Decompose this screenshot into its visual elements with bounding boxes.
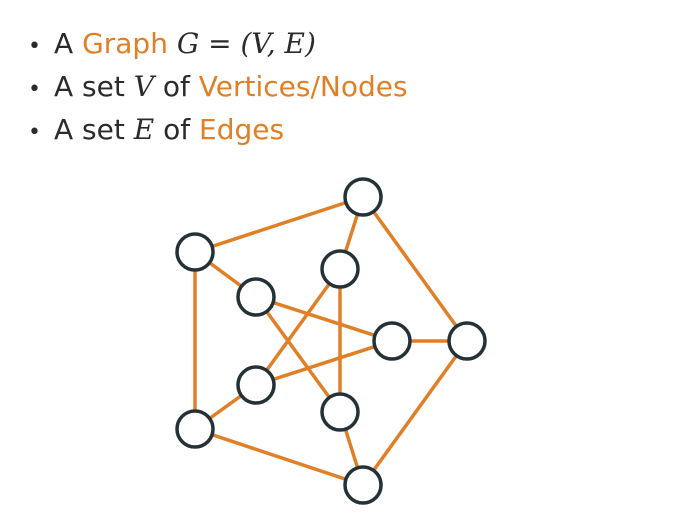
graph-node xyxy=(372,321,412,361)
term-graph: Graph xyxy=(82,27,168,60)
term-edges: Edges xyxy=(199,113,285,146)
var-e: E xyxy=(133,113,155,146)
bullet-prefix: A set xyxy=(54,113,134,146)
graph-node xyxy=(175,409,215,449)
bullet-edges-definition: • A set E of Edges xyxy=(28,108,408,151)
graph-edge xyxy=(254,295,394,343)
bullet-icon: • xyxy=(28,77,41,102)
graph-node xyxy=(343,465,383,505)
bullet-prefix: A xyxy=(54,27,83,60)
graph-node xyxy=(236,365,276,405)
graph-node xyxy=(447,321,487,361)
graph-node xyxy=(175,232,215,272)
graph-edge xyxy=(361,195,469,343)
graph-edge xyxy=(193,195,365,254)
bullet-prefix: A set xyxy=(54,70,134,103)
bullet-icon: • xyxy=(28,34,41,59)
graph-node xyxy=(320,392,360,432)
graph-edge xyxy=(193,427,365,487)
bullet-vertices-definition: • A set V of Vertices/Nodes xyxy=(28,65,408,108)
graph-node xyxy=(236,277,276,317)
definition-list: • A Graph G = (V, E) • A set V of Vertices… xyxy=(28,22,408,151)
bullet-icon: • xyxy=(28,120,41,145)
graph-node xyxy=(343,177,383,217)
var-v: V xyxy=(133,70,154,103)
bullet-mid: of xyxy=(153,70,199,103)
graph-edge xyxy=(254,295,342,414)
graph-edge xyxy=(254,267,342,387)
term-vertices: Vertices/Nodes xyxy=(198,70,408,103)
graph-edge xyxy=(254,339,394,387)
graph-node xyxy=(320,249,360,289)
graph-edge xyxy=(361,339,469,487)
graph-formula: G = (V, E) xyxy=(167,27,316,60)
bullet-graph-definition: • A Graph G = (V, E) xyxy=(28,22,408,65)
bullet-mid: of xyxy=(154,113,199,146)
